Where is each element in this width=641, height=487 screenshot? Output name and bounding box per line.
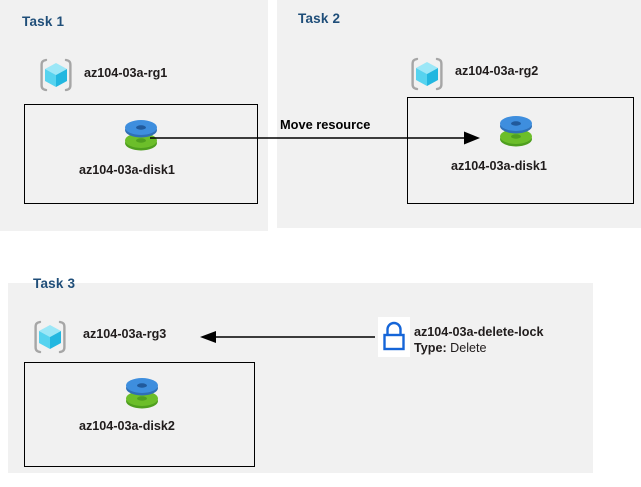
- task-1-title: Task 1: [22, 14, 65, 29]
- task-1-resource-group-box: [24, 104, 258, 204]
- lock-type-label: Type: Delete: [414, 341, 487, 355]
- resource-group-cube-icon: [408, 55, 446, 93]
- task-2-panel: [277, 0, 641, 228]
- task-1-resource-label: az104-03a-disk1: [79, 163, 175, 177]
- move-resource-label: Move resource: [280, 117, 371, 132]
- lock-applies-to-arrow: [200, 331, 375, 343]
- resource-group-cube-icon: [37, 56, 75, 94]
- managed-disk-icon: [121, 372, 163, 416]
- task-1-resource-group-label: az104-03a-rg1: [84, 66, 168, 80]
- lock-type-value: Delete: [450, 341, 487, 355]
- lock-type-key: Type:: [414, 341, 447, 355]
- task-3-resource-label: az104-03a-disk2: [79, 419, 175, 433]
- task-2-title: Task 2: [298, 11, 341, 26]
- task-3-title: Task 3: [33, 276, 76, 291]
- task-3-resource-group-box: [24, 362, 255, 467]
- task-2-resource-group-box: [407, 97, 634, 204]
- move-resource-arrow: [150, 131, 480, 145]
- task-2-resource-group-label: az104-03a-rg2: [455, 64, 539, 78]
- lock-name-label: az104-03a-delete-lock: [414, 325, 544, 339]
- lock-icon: [378, 317, 410, 357]
- task-3-panel: [8, 283, 593, 473]
- task-1-panel: [0, 0, 268, 231]
- task-2-resource-label: az104-03a-disk1: [451, 159, 547, 173]
- resource-group-cube-icon: [31, 318, 69, 356]
- task-3-resource-group-label: az104-03a-rg3: [83, 327, 167, 341]
- managed-disk-icon: [495, 110, 537, 154]
- managed-disk-icon: [120, 114, 162, 158]
